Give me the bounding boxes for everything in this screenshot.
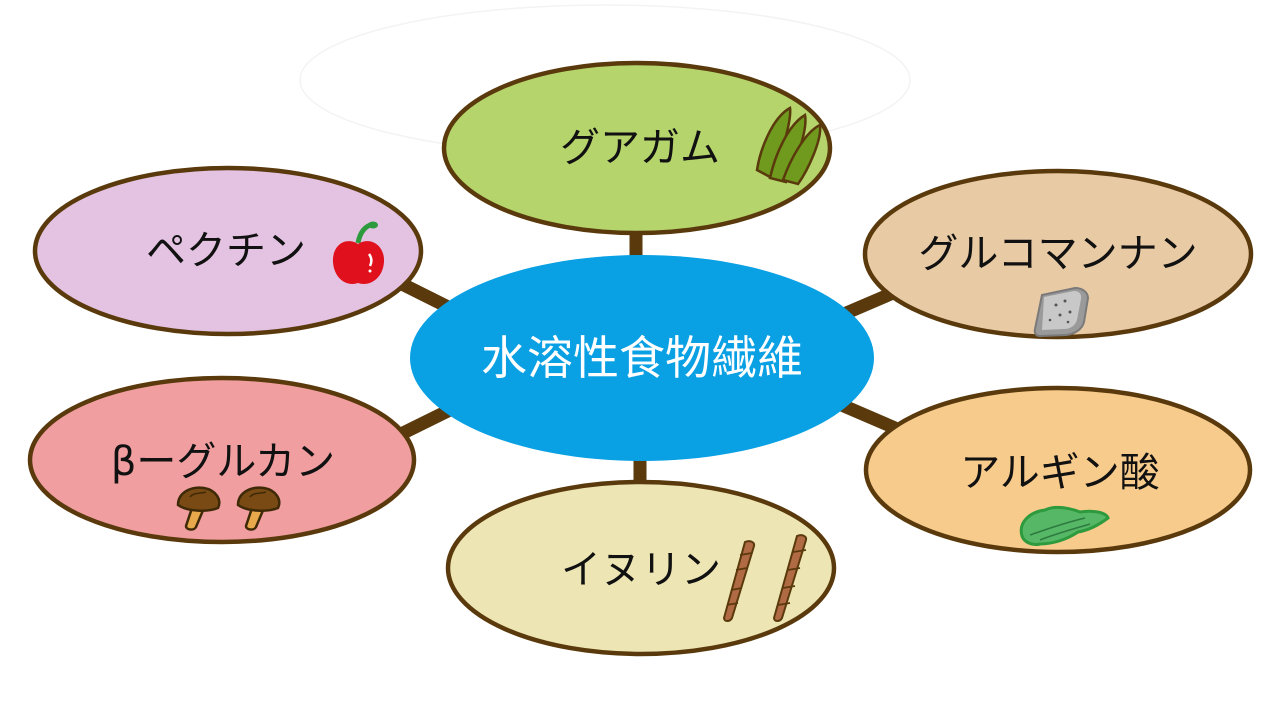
node-inulin — [445, 479, 837, 657]
node-guar-gum — [441, 60, 833, 236]
burdock-root-icon — [722, 534, 808, 622]
inulin-label: イヌリン — [561, 547, 721, 593]
pectin-label: ペクチン — [146, 228, 306, 274]
glucomannan-label: グルコマンナン — [918, 231, 1198, 277]
center-node — [410, 255, 874, 461]
node-pectin — [32, 165, 424, 337]
node-glucomannan — [862, 168, 1254, 340]
beta-glucan-label: βーグルカン — [110, 439, 336, 485]
node-beta-glucan — [27, 375, 417, 545]
seaweed-icon — [1019, 505, 1110, 546]
center-node-label: 水溶性食物繊維 — [481, 331, 803, 385]
konjac-icon — [1033, 286, 1090, 338]
guar-gum-label: グアガム — [560, 125, 720, 171]
bean-pods-icon — [755, 106, 822, 186]
node-alginic-acid — [863, 385, 1253, 555]
apple-icon — [332, 221, 385, 284]
alginic-acid-label: アルギン酸 — [960, 450, 1160, 496]
mushroom-icon — [176, 486, 281, 531]
